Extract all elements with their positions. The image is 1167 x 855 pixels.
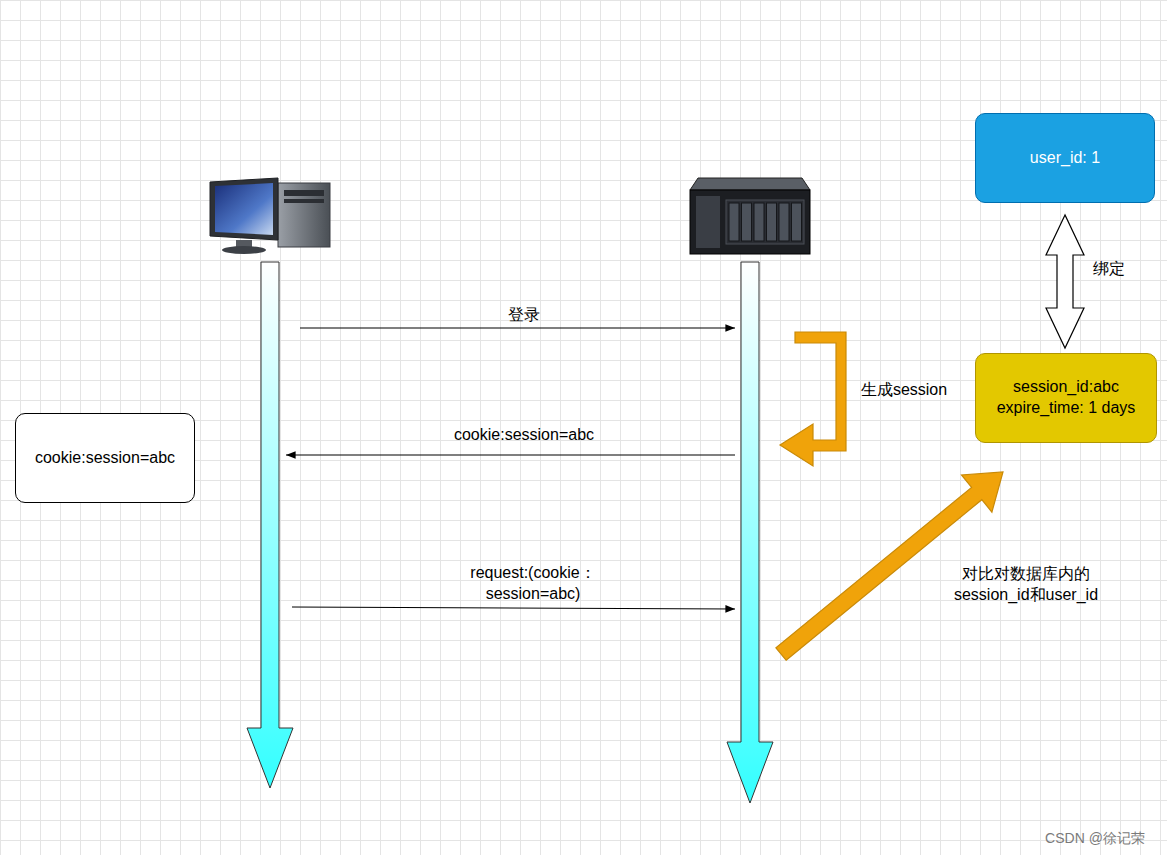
- annotation-label: 登录: [508, 305, 540, 326]
- server-icon: [690, 178, 810, 254]
- annotation-label: request:(cookie： session=abc): [453, 563, 613, 605]
- annotation-label: 生成session: [861, 380, 947, 401]
- box-text: session_id:abc expire_time: 1 days: [986, 377, 1146, 419]
- drive-bays: [729, 203, 802, 241]
- server-body: [690, 190, 810, 254]
- monitor-screen: [215, 183, 273, 235]
- drive-bay: [792, 203, 802, 241]
- server-bays: [726, 200, 804, 244]
- cookie-message: [286, 454, 735, 455]
- cookie-box: cookie:session=abc: [15, 413, 195, 503]
- generate-session-arrow: [780, 332, 846, 466]
- server-panel: [696, 196, 720, 248]
- server-lifeline: [727, 262, 773, 803]
- monitor-base: [222, 246, 266, 254]
- box-text: cookie:session=abc: [35, 448, 175, 469]
- annotation-label: 对比对数据库内的 session_id和user_id: [936, 564, 1116, 606]
- edge-label: 绑定: [1093, 259, 1125, 280]
- drive-bay: [767, 203, 777, 241]
- drive-bay: [779, 203, 789, 241]
- drive-bay: [284, 190, 324, 196]
- request-message: [292, 607, 735, 609]
- monitor-frame: [210, 178, 278, 240]
- monitor-neck: [236, 240, 252, 247]
- drive-bay: [284, 199, 324, 203]
- annotation-label: cookie:session=abc: [454, 425, 594, 446]
- pc-tower: [278, 183, 330, 247]
- drive-bay: [729, 203, 739, 241]
- binding-arrow: [1046, 215, 1084, 348]
- watermark: CSDN @徐记荣: [1045, 829, 1145, 847]
- drive-bay: [742, 203, 752, 241]
- drive-bay: [754, 203, 764, 241]
- login-message: [300, 327, 735, 328]
- session-box: session_id:abc expire_time: 1 days: [975, 353, 1157, 443]
- server-top: [690, 178, 810, 190]
- user-id-box: user_id: 1: [975, 113, 1155, 203]
- computer-icon: [210, 178, 330, 254]
- box-text: user_id: 1: [1030, 148, 1100, 169]
- client-lifeline: [247, 262, 293, 788]
